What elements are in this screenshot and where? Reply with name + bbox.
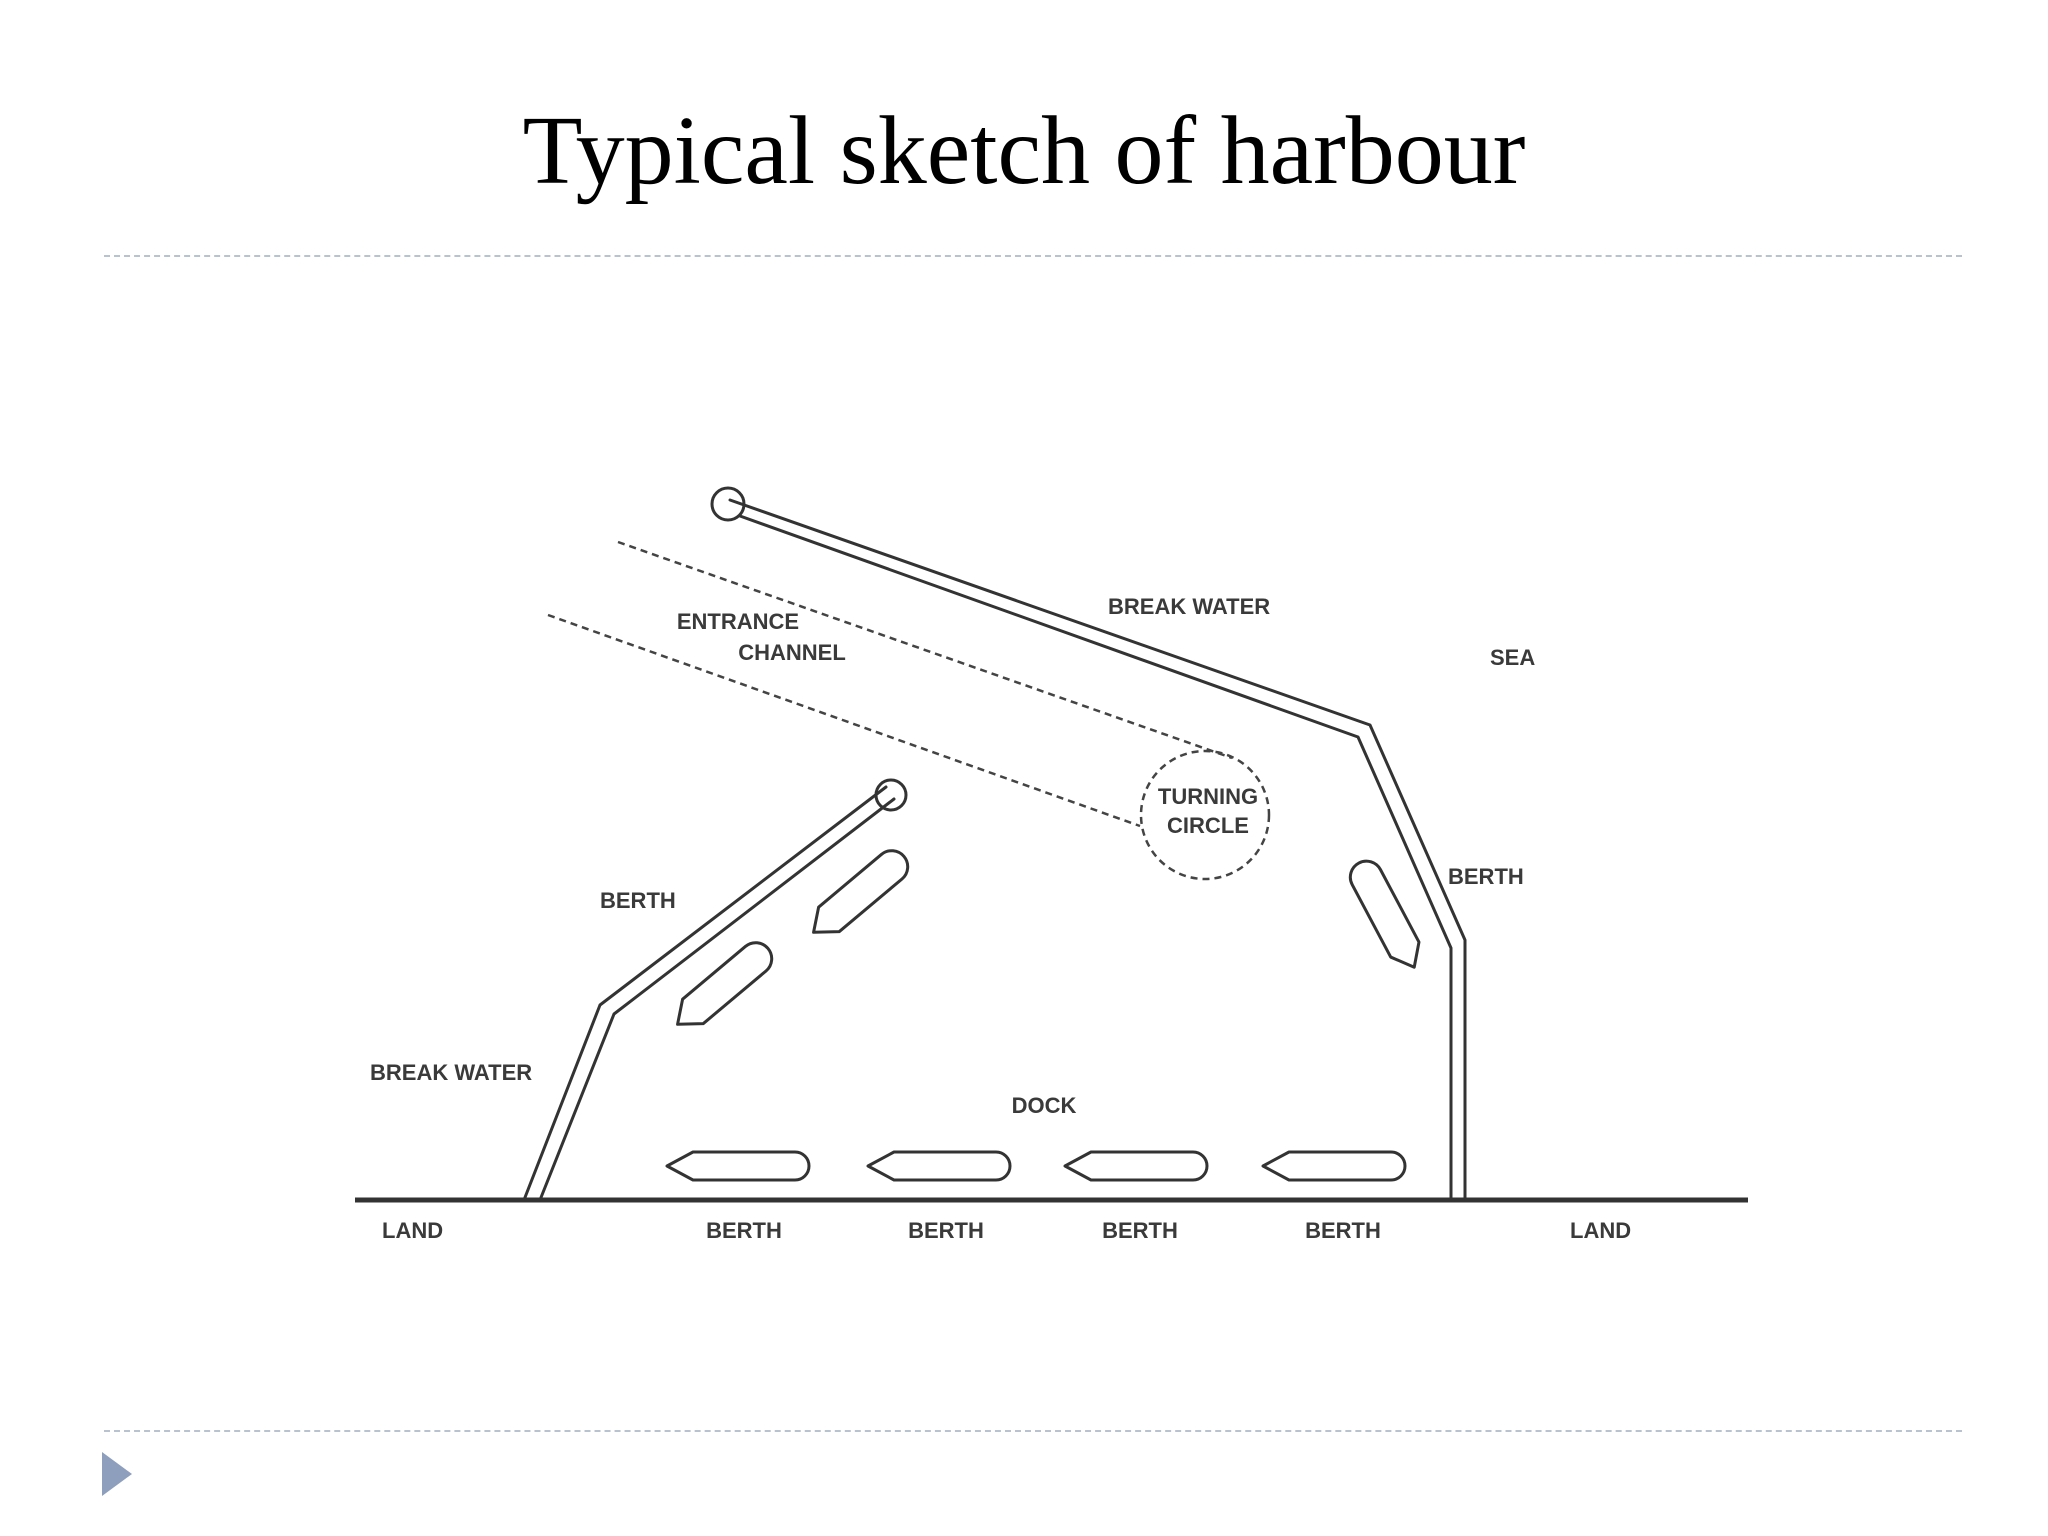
- ship-right: [1348, 859, 1421, 969]
- label-berth-bottom-4: BERTH: [1305, 1218, 1381, 1243]
- breakwater-top-right: [710, 486, 1467, 1202]
- turning-circle: [1139, 749, 1271, 881]
- label-berth-left: BERTH: [600, 888, 676, 913]
- label-entrance-channel-1: ENTRANCE: [677, 609, 799, 634]
- label-sea: SEA: [1490, 645, 1535, 670]
- ship-berth-4: [1261, 1150, 1407, 1182]
- label-berth-bottom-2: BERTH: [908, 1218, 984, 1243]
- footer-divider: [104, 1430, 1962, 1432]
- label-land-right: LAND: [1570, 1218, 1631, 1243]
- breakwater-left: [522, 778, 908, 1202]
- ship-berth-2: [866, 1150, 1012, 1182]
- label-break-water-top: BREAK WATER: [1108, 594, 1270, 619]
- entrance-channel: [547, 540, 1233, 828]
- play-triangle-icon[interactable]: [102, 1452, 132, 1496]
- breakwater-head-left: [874, 778, 908, 812]
- label-entrance-channel-2: CHANNEL: [738, 640, 846, 665]
- title-divider: [104, 255, 1962, 257]
- label-break-water-left: BREAK WATER: [370, 1060, 532, 1085]
- label-land-left: LAND: [382, 1218, 443, 1243]
- label-turning-circle-1: TURNING: [1158, 784, 1258, 809]
- breakwater-head-top: [710, 486, 746, 522]
- label-turning-circle-2: CIRCLE: [1167, 813, 1249, 838]
- label-dock: DOCK: [1012, 1093, 1077, 1118]
- ship-berth-3: [1063, 1150, 1209, 1182]
- ship-left-upper: [812, 849, 910, 934]
- label-berth-right: BERTH: [1448, 864, 1524, 889]
- ship-left-lower: [676, 941, 774, 1026]
- label-berth-bottom-1: BERTH: [706, 1218, 782, 1243]
- label-berth-bottom-3: BERTH: [1102, 1218, 1178, 1243]
- ship-berth-1: [665, 1150, 811, 1182]
- slide-title: Typical sketch of harbour: [522, 97, 1526, 205]
